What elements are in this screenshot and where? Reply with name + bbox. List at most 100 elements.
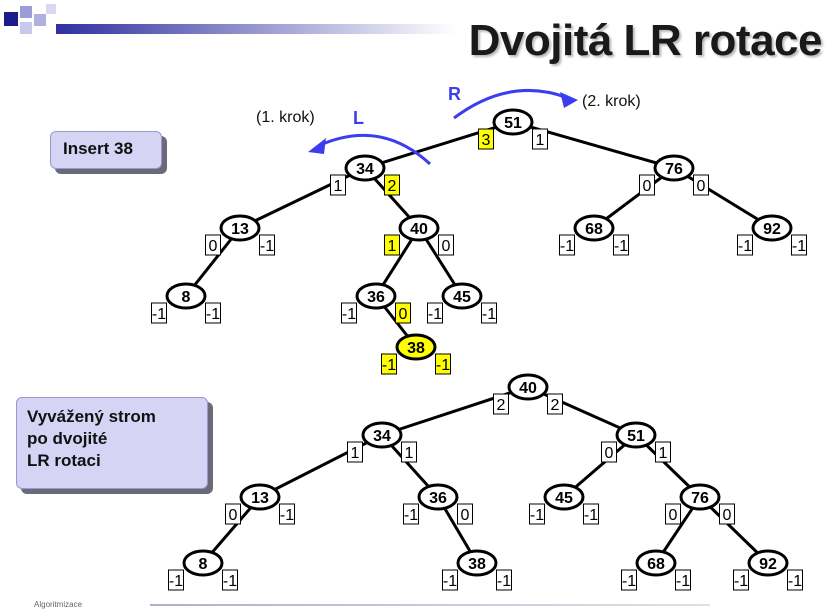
before-node-38: -1-138: [381, 333, 451, 375]
before-node-34-right-balance-box: [384, 174, 400, 196]
after-node-92: -1-192: [733, 549, 803, 591]
after-node-40-right-balance: 2: [551, 397, 560, 414]
after-node-92-right-balance-box: [787, 569, 803, 591]
after-node-92-key: 92: [759, 556, 777, 573]
after-edge-34-13: [259, 433, 383, 499]
before-node-51-left-balance-box: [478, 128, 494, 150]
after-node-45-left-balance: -1: [530, 507, 544, 524]
before-node-51-right-balance-box: [532, 128, 548, 150]
before-node-8-right-balance-box: [205, 302, 221, 324]
before-node-34-key: 34: [356, 161, 374, 178]
after-node-38-right-balance-box: [496, 569, 512, 591]
after-node-76-left-balance: 0: [669, 507, 678, 524]
before-node-38-right-balance-box: [435, 353, 451, 375]
before-node-45-circle: [441, 282, 483, 310]
before-edge-76-92: [673, 166, 773, 230]
after-node-76-circle: [679, 483, 721, 511]
before-node-51-left-balance: 3: [482, 132, 491, 149]
before-node-34-left-balance: 1: [334, 178, 343, 195]
before-node-68-left-balance-box: [559, 234, 575, 256]
before-node-38-right-balance: -1: [436, 357, 450, 374]
before-node-8-key: 8: [182, 289, 191, 306]
after-node-13-right-balance-box: [279, 503, 295, 525]
before-node-68-left-balance: -1: [560, 238, 574, 255]
after-node-8-left-balance-box: [168, 569, 184, 591]
after-node-13-circle: [239, 483, 281, 511]
slide-title: Dvojitá LR rotace: [468, 16, 823, 65]
before-node-68-circle: [573, 214, 615, 242]
after-node-36-right-balance: 0: [461, 507, 470, 524]
left-rotation-arrowhead: [308, 138, 326, 154]
before-node-13-right-balance: -1: [260, 238, 274, 255]
after-node-34-circle: [361, 421, 403, 449]
after-node-68-key: 68: [647, 556, 665, 573]
footer-rule: [150, 604, 710, 606]
after-node-51-right-balance-box: [655, 441, 671, 463]
after-node-8: -1-18: [168, 549, 238, 591]
after-node-38-key: 38: [468, 556, 486, 573]
before-node-36-circle: [355, 282, 397, 310]
after-node-8-key: 8: [199, 556, 208, 573]
after-node-51: 0 1 51: [601, 421, 671, 463]
before-node-76-right-balance: 0: [697, 178, 706, 195]
before-node-45-right-balance-box: [481, 302, 497, 324]
after-node-76-right-balance: 0: [723, 507, 732, 524]
after-node-13-key: 13: [251, 490, 269, 507]
after-node-36-right-balance-box: [457, 503, 473, 525]
before-node-92-right-balance: -1: [792, 238, 806, 255]
before-node-92-left-balance-box: [737, 234, 753, 256]
after-node-13: 0-113: [225, 483, 295, 525]
before-node-8-right-balance: -1: [206, 306, 220, 323]
before-node-68-right-balance: -1: [614, 238, 628, 255]
after-node-68-circle: [635, 549, 677, 577]
before-node-51-key: 51: [504, 115, 522, 132]
before-node-45-left-balance: -1: [428, 306, 442, 323]
after-node-51-key: 51: [627, 428, 645, 445]
corner-decoration: [0, 0, 70, 40]
right-arrow-caption: (2. krok): [582, 93, 641, 110]
after-node-68-right-balance: -1: [676, 573, 690, 590]
after-node-45-key: 45: [555, 490, 573, 507]
before-node-40-left-balance: 1: [388, 238, 397, 255]
after-node-92-right-balance: -1: [788, 573, 802, 590]
before-node-8: -1-18: [151, 282, 221, 324]
left-arrow-letter: L: [353, 108, 364, 128]
after-edge-40-51: [527, 385, 637, 437]
after-node-38-circle: [456, 549, 498, 577]
after-node-45-circle: [543, 483, 585, 511]
before-node-36-left-balance: -1: [342, 306, 356, 323]
before-node-34-right-balance: 2: [388, 178, 397, 195]
before-node-13-left-balance-box: [205, 234, 221, 256]
after-node-8-right-balance-box: [222, 569, 238, 591]
after-node-51-left-balance: 0: [605, 445, 614, 462]
before-node-92-left-balance: -1: [738, 238, 752, 255]
after-node-34-key: 34: [373, 428, 391, 445]
before-edge-34-13: [239, 166, 366, 230]
after-node-36-left-balance-box: [403, 503, 419, 525]
after-node-68-left-balance: -1: [622, 573, 636, 590]
after-node-68-left-balance-box: [621, 569, 637, 591]
after-node-92-circle: [747, 549, 789, 577]
after-node-40-right-balance-box: [547, 393, 563, 415]
before-node-92: -1-192: [737, 214, 807, 256]
before-node-76-right-balance-box: [693, 174, 709, 196]
before-node-13-circle: [219, 214, 261, 242]
after-node-51-right-balance: 1: [659, 445, 668, 462]
before-node-38-key: 38: [407, 340, 425, 357]
after-node-40-circle: [507, 373, 549, 401]
before-node-36-right-balance: 0: [399, 306, 408, 323]
before-node-45: -1-145: [427, 282, 497, 324]
before-node-36-left-balance-box: [341, 302, 357, 324]
before-node-34-left-balance-box: [330, 174, 346, 196]
before-node-13-right-balance-box: [259, 234, 275, 256]
after-node-34-right-balance: 1: [405, 445, 414, 462]
right-rotation-arrow: [453, 88, 569, 120]
before-node-34: 1 2 34: [330, 154, 400, 196]
